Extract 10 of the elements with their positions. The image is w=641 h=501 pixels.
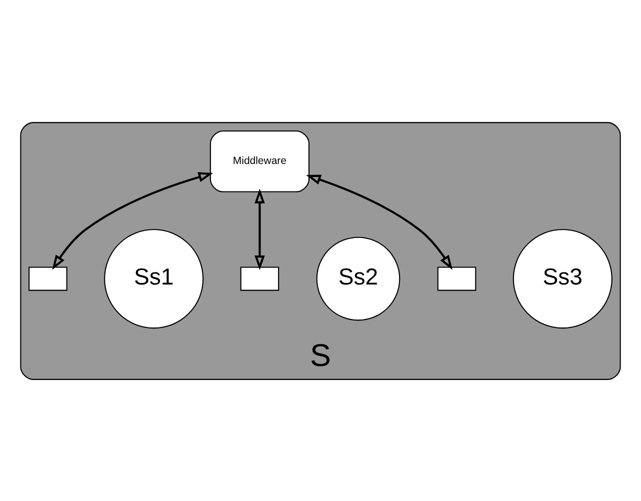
node-circle: Ss3 [512,228,612,328]
node-box [437,266,476,290]
node-box: Middleware [210,130,310,192]
node-circle: Ss2 [316,236,400,320]
node-circle: Ss1 [104,228,204,328]
arrow [254,188,265,270]
node-box [28,266,68,290]
arrow [306,174,453,270]
node-box [240,266,280,290]
arrow [52,172,214,270]
